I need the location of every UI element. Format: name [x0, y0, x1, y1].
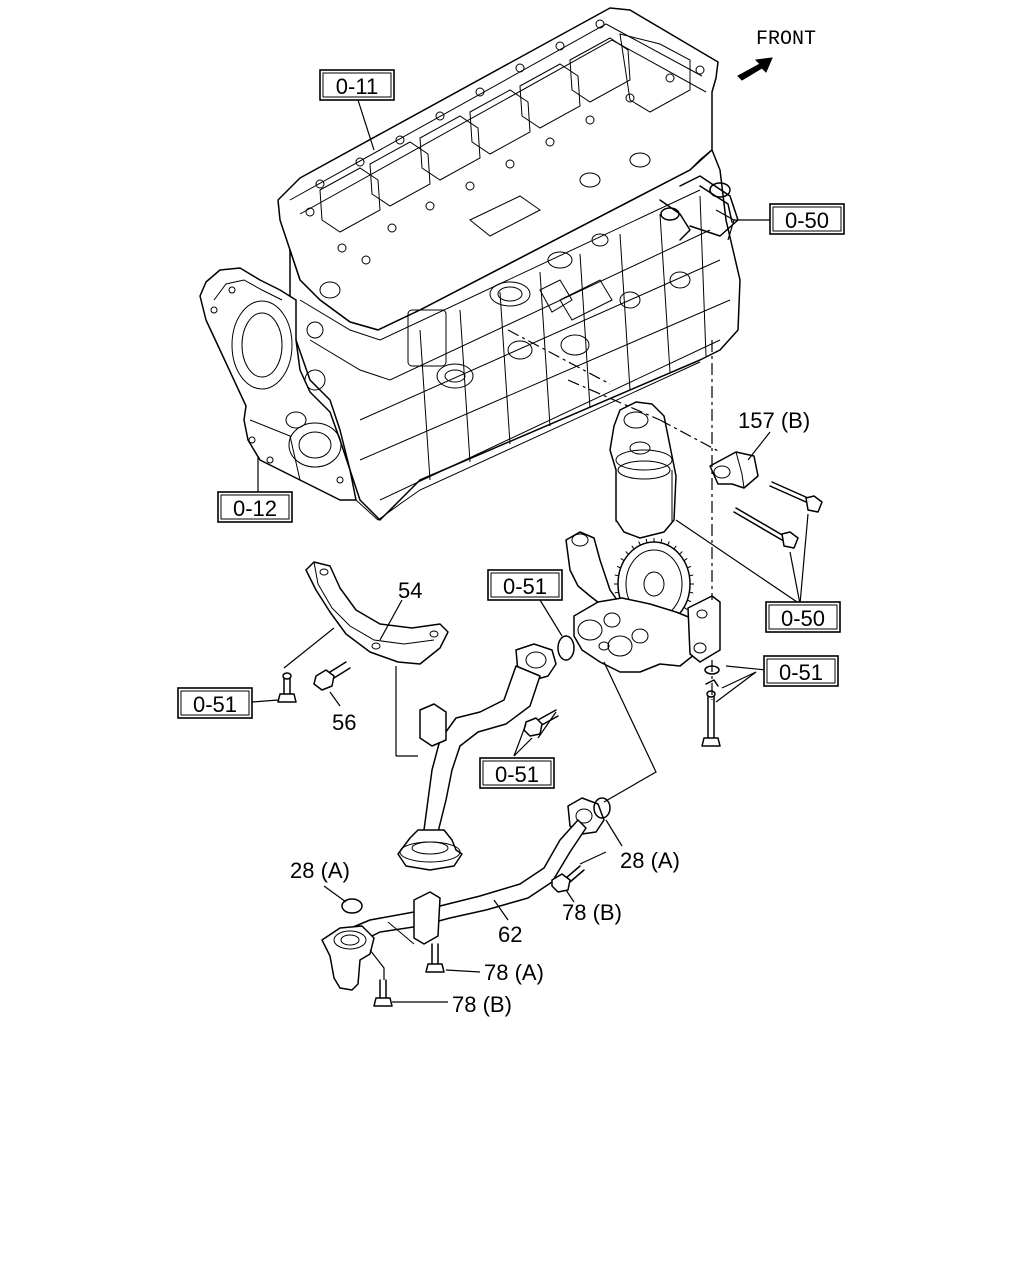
cylinder-block-illustration — [199, 7, 741, 521]
gear-tooth — [625, 551, 629, 555]
part-label-157b: 157 (B) — [738, 408, 810, 433]
stay-54-illustration — [305, 561, 449, 665]
part-label-78b-upper: 78 (B) — [562, 900, 622, 925]
oil-filter-illustration — [609, 401, 677, 539]
gear-tooth — [679, 551, 683, 555]
ref-label-0-51-right: 0-51 — [779, 660, 823, 685]
ref-box-0-51-left[interactable]: 0-51 — [177, 687, 253, 719]
o-ring-28a-lower-illustration — [341, 898, 363, 914]
leader-lines — [251, 99, 809, 1003]
gear-tooth — [660, 538, 663, 543]
gear-tooth — [614, 591, 619, 594]
ref-label-0-11: 0-11 — [336, 74, 378, 99]
ref-box-0-50-upper[interactable]: 0-50 — [769, 203, 845, 235]
oil-pump-illustration — [565, 531, 721, 673]
ref-label-0-51-left: 0-51 — [193, 692, 237, 717]
gear-tooth — [616, 565, 621, 569]
bolt-strainer-illustration — [523, 709, 559, 737]
gear-tooth — [620, 558, 625, 562]
ref-label-0-12: 0-12 — [233, 496, 277, 521]
ref-box-0-12[interactable]: 0-12 — [217, 491, 293, 523]
front-label: FRONT — [756, 28, 816, 51]
gear-tooth — [689, 574, 694, 577]
alignment-lines — [507, 329, 721, 700]
ref-label-0-50-lower: 0-50 — [781, 606, 825, 631]
gear-tooth — [683, 606, 688, 610]
bolt-78a-illustration — [425, 943, 445, 973]
o-ring-pump-illustration — [557, 635, 575, 661]
gear-tooth — [687, 599, 692, 603]
part-label-78a: 78 (A) — [484, 960, 544, 985]
bolt-56-illustration — [313, 661, 351, 691]
gear-tooth — [683, 558, 688, 562]
front-indicator: FRONT — [737, 28, 816, 81]
gear-tooth — [614, 574, 619, 577]
bolt-left-illustration — [277, 672, 297, 703]
gear-tooth — [673, 545, 677, 550]
ref-box-0-11[interactable]: 0-11 — [319, 69, 395, 101]
gear-tooth — [689, 591, 694, 594]
bracket-157b-illustration — [709, 451, 759, 489]
ref-label-0-50-upper: 0-50 — [785, 208, 829, 233]
gear-tooth — [631, 545, 635, 550]
oil-strainer-illustration — [397, 643, 557, 871]
ref-box-0-50-lower[interactable]: 0-50 — [765, 601, 841, 633]
ref-label-0-51-strainer: 0-51 — [495, 762, 539, 787]
ref-box-0-51-strainer[interactable]: 0-51 — [479, 757, 555, 789]
bolt-78b-lower-illustration — [373, 979, 393, 1007]
bolt-78b-upper-illustration — [551, 865, 585, 893]
part-label-78b-lower: 78 (B) — [452, 992, 512, 1017]
ref-box-0-51-right[interactable]: 0-51 — [763, 655, 839, 687]
filter-bolts — [733, 481, 823, 549]
part-label-28a-upper: 28 (A) — [620, 848, 680, 873]
pipe-62-illustration — [321, 797, 605, 991]
ref-label-0-51-pump: 0-51 — [503, 574, 547, 599]
long-bolt-illustration — [701, 690, 721, 747]
part-label-62: 62 — [498, 922, 522, 947]
gear-tooth — [645, 538, 648, 543]
ref-box-0-51-pump[interactable]: 0-51 — [487, 569, 563, 601]
gear-tooth — [687, 565, 692, 569]
gear-tooth — [667, 541, 670, 546]
part-label-56: 56 — [332, 710, 356, 735]
part-label-54: 54 — [398, 578, 422, 603]
part-label-28a-lower: 28 (A) — [290, 858, 350, 883]
front-arrow-icon — [737, 57, 773, 81]
o-ring-28a-upper-illustration — [593, 797, 611, 819]
gear-tooth — [638, 541, 641, 546]
